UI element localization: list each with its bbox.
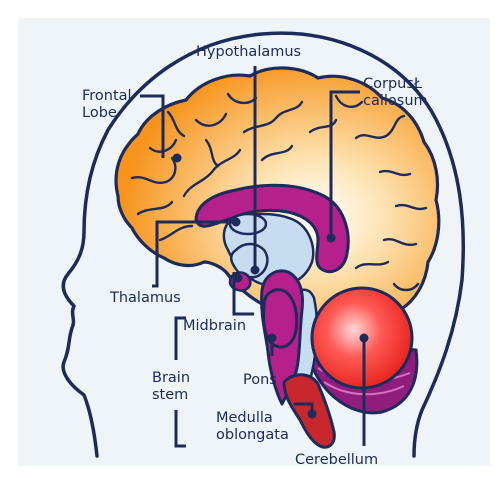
dot-frontal-lobe bbox=[173, 154, 182, 163]
dot-pons bbox=[268, 334, 277, 343]
dot-hypothalamus bbox=[251, 266, 260, 275]
label-medulla-oblongata: Medulla oblongata bbox=[216, 410, 289, 444]
label-thalamus: Thalamus bbox=[110, 290, 181, 307]
dot-medulla bbox=[308, 410, 317, 419]
dot-corpus-callosum bbox=[327, 234, 336, 243]
label-hypothalamus: Hypothalamus bbox=[196, 44, 301, 61]
dot-cerebellum bbox=[360, 334, 369, 343]
dot-thalamus bbox=[232, 218, 241, 227]
label-midbrain: Midbrain bbox=[183, 318, 246, 335]
label-frontal-lobe: Frontal Lobe bbox=[82, 88, 132, 122]
dot-midbrain bbox=[234, 274, 243, 283]
label-brain-stem: Brain stem bbox=[152, 370, 190, 404]
label-pons: Pons bbox=[243, 372, 277, 389]
label-corpus-callosum: CorpusŁ callosum bbox=[363, 76, 428, 110]
label-cerebellum: Cerebellum bbox=[295, 452, 378, 469]
